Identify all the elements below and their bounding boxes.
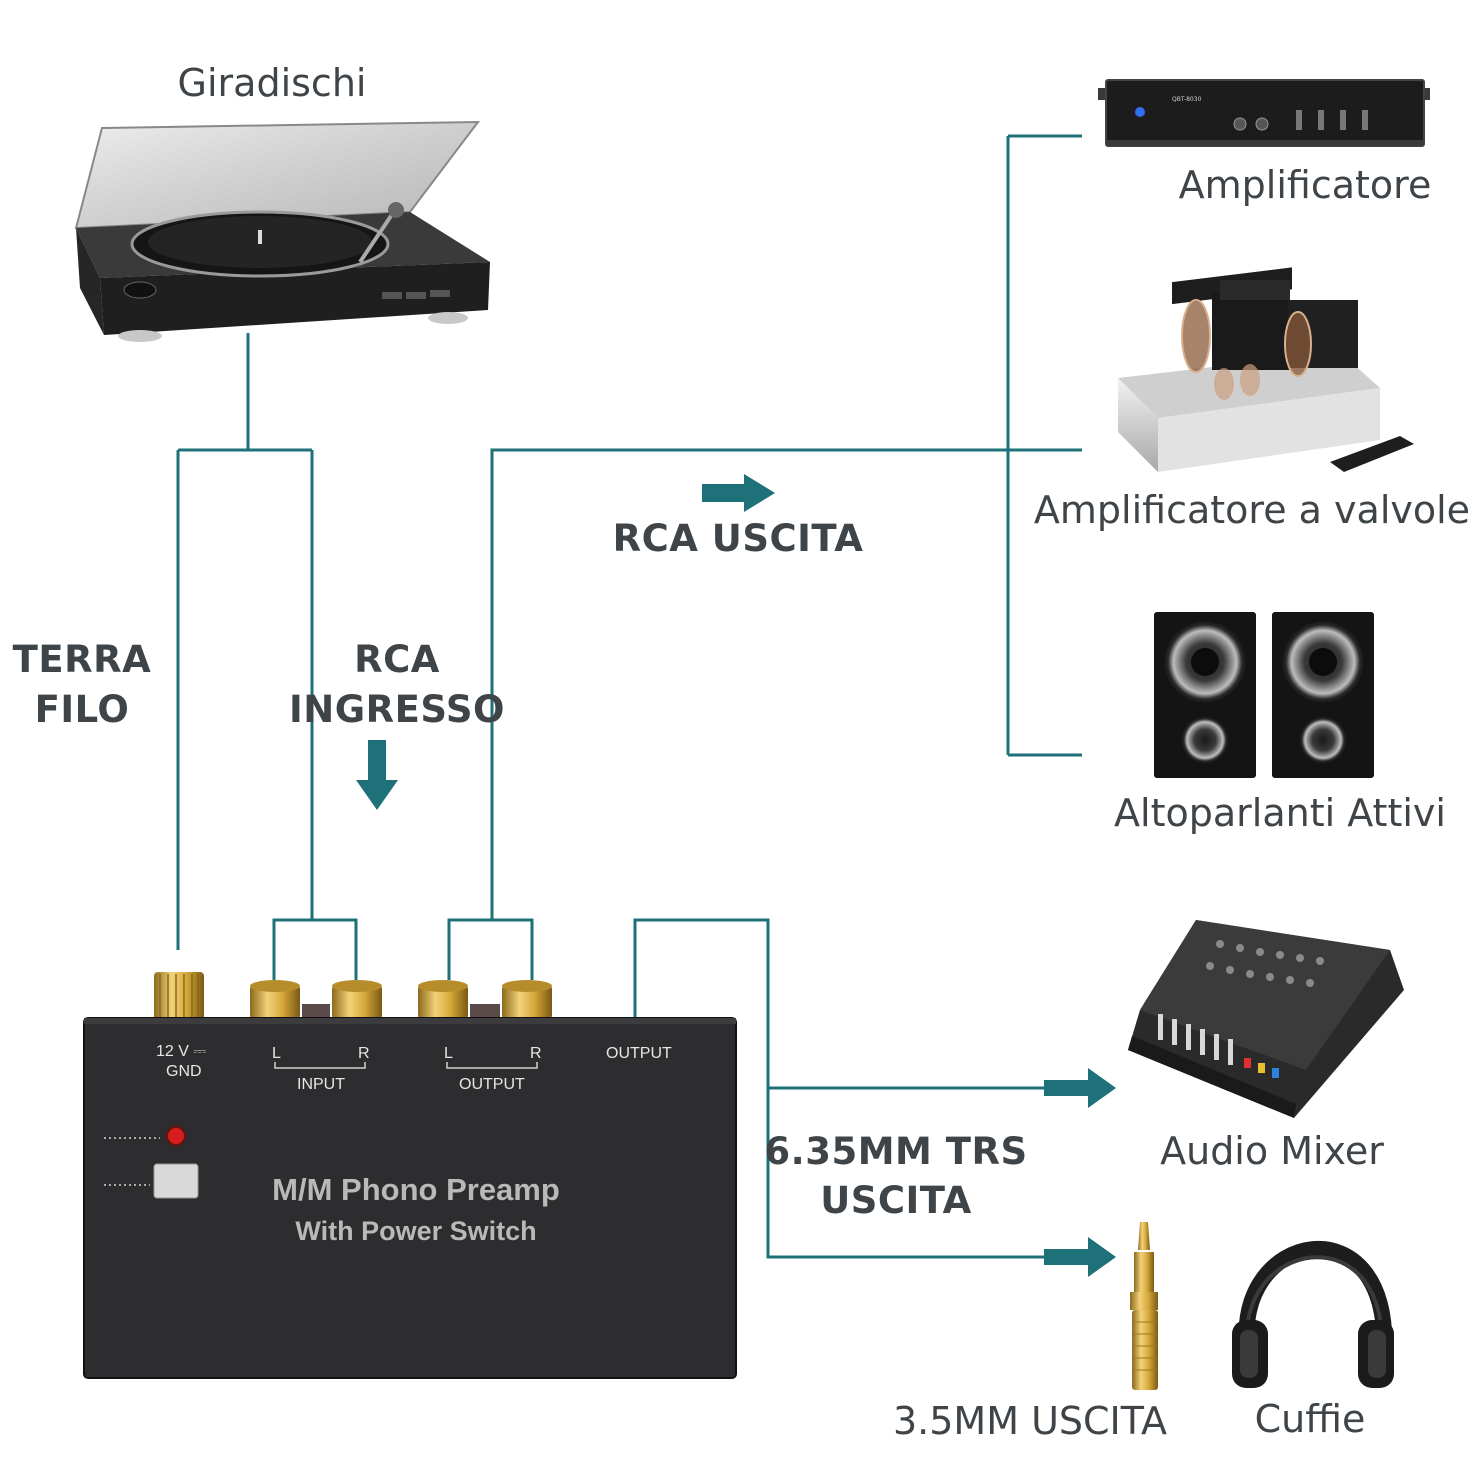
amplifier-label: Amplificatore	[1179, 163, 1432, 207]
turntable-icon	[74, 120, 490, 342]
power-label: 12 V ⎓	[156, 1043, 206, 1060]
trs-output-label-2: USCITA	[820, 1179, 972, 1222]
trs-output-label: OUTPUT	[606, 1045, 672, 1062]
phono-preamp-device: 12 V ⎓ GND L R INPUT L R OUTPUT OUTPUT M…	[83, 972, 737, 1379]
headphones-label: Cuffie	[1255, 1397, 1366, 1441]
headphones-icon	[1232, 1240, 1394, 1388]
turntable-label: Giradischi	[178, 61, 367, 105]
amp-model-label: QBT-8030	[1172, 96, 1202, 103]
rca-output-line	[490, 448, 1082, 920]
rca-jack-input-r	[332, 980, 382, 1020]
input-left-label: L	[272, 1045, 281, 1062]
speaker-icon	[1272, 612, 1374, 778]
rca-input-bracket	[272, 918, 358, 980]
output-right-label: R	[530, 1045, 542, 1062]
ground-wire-label-2: FILO	[35, 688, 130, 731]
rca-jack-output-l	[418, 980, 468, 1020]
tube-amplifier-icon	[1118, 267, 1414, 472]
rca-input-label-2: INGRESSO	[289, 688, 505, 731]
arrow-right-icon	[1044, 1068, 1116, 1108]
mixer-icon	[1128, 920, 1404, 1118]
arrow-right-icon	[1044, 1237, 1116, 1277]
mini-jack-output-label: 3.5MM USCITA	[893, 1399, 1167, 1443]
rca-output-bracket	[447, 918, 534, 980]
rca-output-label: RCA USCITA	[613, 517, 864, 560]
tube-amplifier-label: Amplificatore a valvole	[1034, 488, 1470, 532]
input-right-label: R	[358, 1045, 370, 1062]
power-led	[166, 1126, 186, 1146]
input-label: INPUT	[297, 1076, 345, 1093]
rack-amplifier-icon: QBT-8030	[1098, 79, 1430, 147]
speaker-icon	[1154, 612, 1256, 778]
rca-input-label-1: RCA	[354, 638, 440, 681]
ground-wire-label-1: TERRA	[13, 638, 152, 681]
rca-jack-input-l	[250, 980, 300, 1020]
ground-terminal	[154, 972, 204, 1020]
connection-lines	[176, 134, 1082, 1259]
trs-output-line	[633, 918, 1080, 1259]
jack-plug-icon	[1130, 1222, 1158, 1390]
active-speakers-label: Altoparlanti Attivi	[1114, 791, 1446, 835]
rca-jack-output-r	[502, 980, 552, 1020]
output-left-label: L	[444, 1045, 453, 1062]
audio-mixer-label: Audio Mixer	[1160, 1129, 1384, 1173]
preamp-subtitle: With Power Switch	[295, 1216, 536, 1246]
preamp-title: M/M Phono Preamp	[272, 1172, 560, 1207]
output-label: OUTPUT	[459, 1076, 525, 1093]
gnd-label: GND	[166, 1063, 202, 1080]
trs-output-label-1: 6.35MM TRS	[764, 1130, 1027, 1173]
arrow-right-icon	[702, 474, 775, 512]
arrow-down-icon	[356, 740, 398, 810]
power-switch[interactable]	[153, 1163, 199, 1199]
